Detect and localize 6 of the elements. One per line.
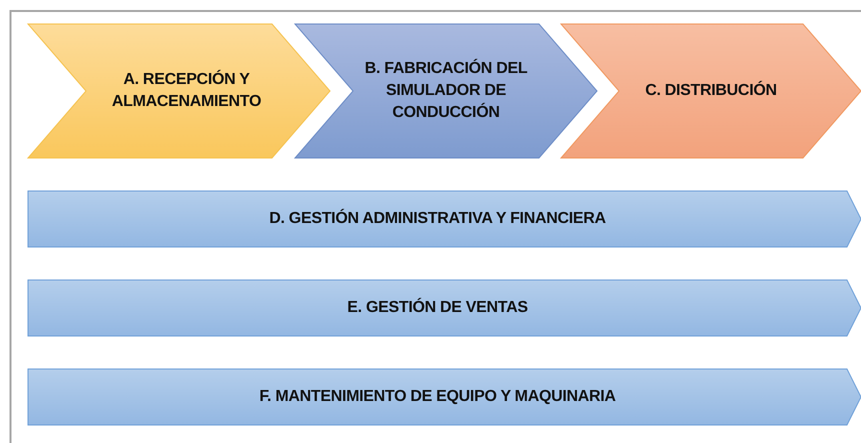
- step-label: C. DISTRIBUCIÓN: [645, 80, 777, 101]
- step-label: B. FABRICACIÓN DEL SIMULADOR DE CONDUCCIÓN: [364, 58, 528, 123]
- step-label: F. MANTENIMIENTO DE EQUIPO Y MAQUINARIA: [259, 387, 616, 407]
- step-label: E. GESTIÓN DE VENTAS: [347, 297, 528, 318]
- step-label: A. RECEPCIÓN Y ALMACENAMIENTO: [110, 69, 262, 112]
- step-label: D. GESTIÓN ADMINISTRATIVA Y FINANCIERA: [269, 208, 606, 229]
